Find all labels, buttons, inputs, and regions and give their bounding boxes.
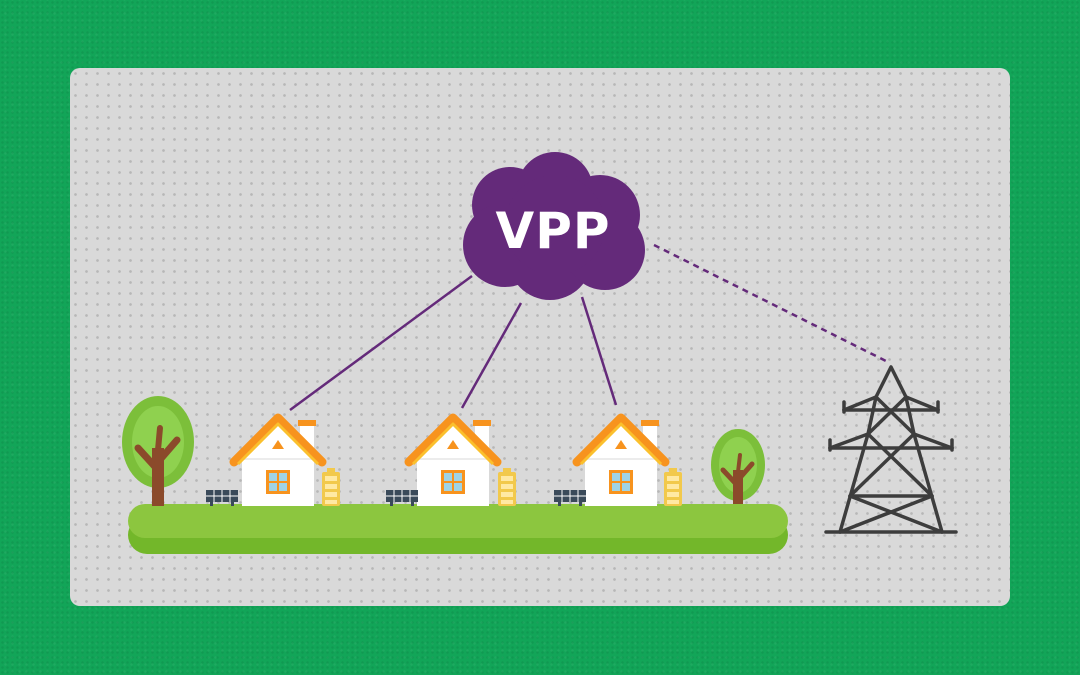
- solar-panel-icon: [385, 489, 419, 507]
- vpp-cloud: [463, 152, 645, 300]
- house-icon: [577, 418, 665, 506]
- connector-grid-dashed: [653, 243, 889, 364]
- connector-house-1: [289, 274, 473, 412]
- vpp-label: VPP: [495, 202, 611, 260]
- tree-right: [711, 429, 765, 504]
- solar-panel-icon: [553, 489, 587, 507]
- connector-house-3: [580, 296, 618, 406]
- solar-panel-icon: [205, 489, 239, 507]
- connector-house-2: [460, 302, 523, 409]
- ground-strip: [128, 504, 788, 554]
- house-2: [385, 418, 516, 507]
- battery-icon: [664, 468, 682, 506]
- house-1: [205, 418, 340, 507]
- battery-icon: [498, 468, 516, 506]
- house-icon: [409, 418, 497, 506]
- house-icon: [234, 418, 322, 506]
- transmission-tower-icon: [824, 365, 958, 534]
- tree-left: [122, 396, 194, 506]
- battery-icon: [322, 468, 340, 506]
- house-3: [553, 418, 682, 507]
